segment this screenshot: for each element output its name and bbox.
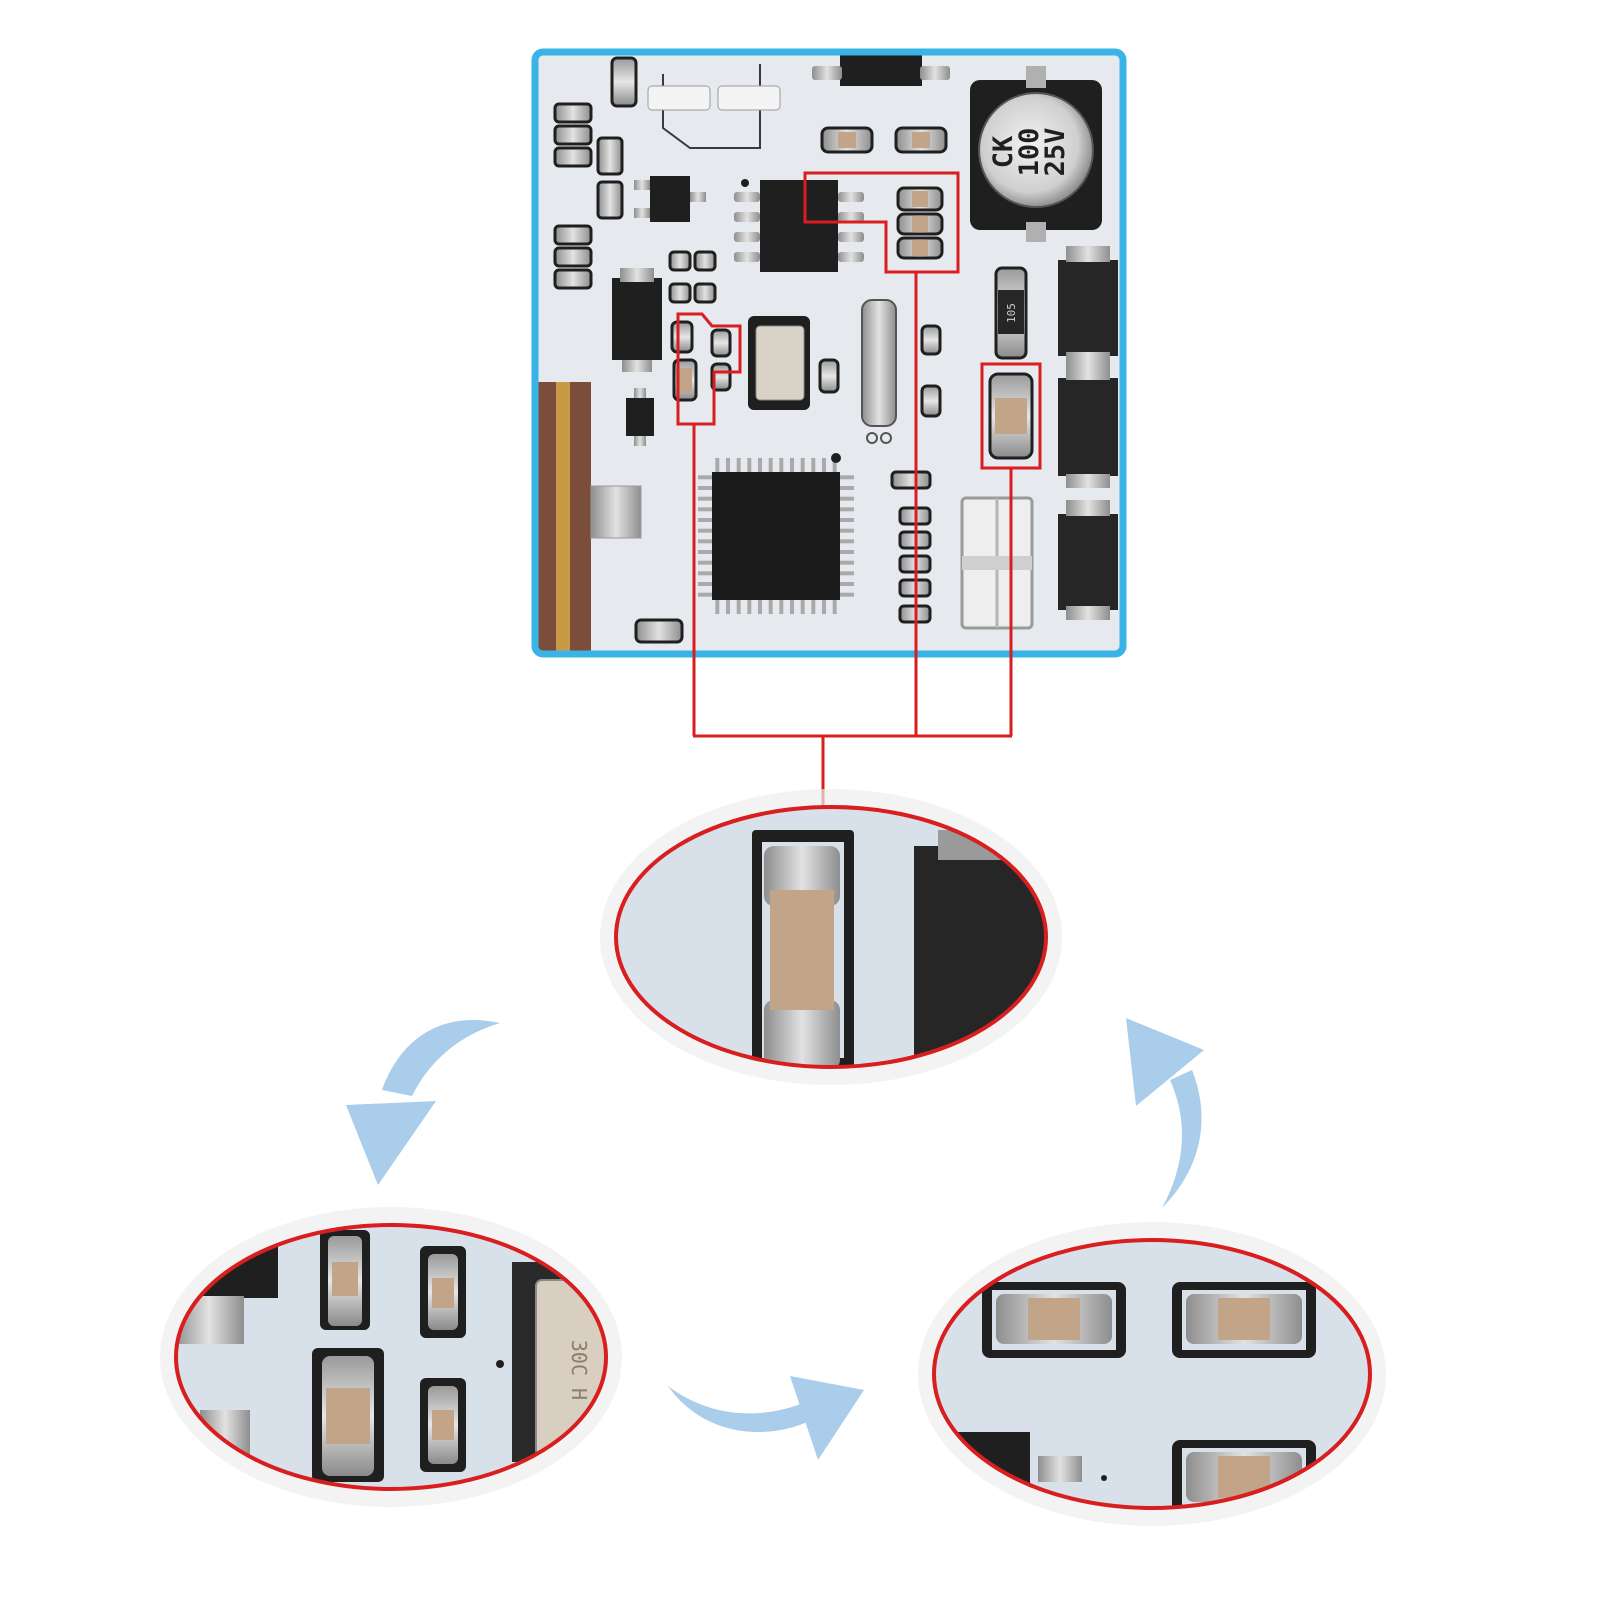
pcb-board-photo: CK 100 25V 105 xyxy=(531,48,1127,658)
arrow-curved-right-icon xyxy=(668,1376,864,1460)
microcontroller-chip xyxy=(698,453,854,614)
arrow-curved-left-icon xyxy=(346,1019,500,1185)
resistor-marking: 105 xyxy=(1005,303,1018,323)
crystal-marking: 30C H xyxy=(567,1340,591,1400)
callout-connector-lines xyxy=(692,272,1013,810)
zoom-view-capacitor-column: 30C H xyxy=(160,1207,622,1507)
arrow-curved-up-icon xyxy=(1126,1018,1204,1208)
capacitor-marking-value: 100 xyxy=(1014,128,1045,177)
electrolytic-capacitor: CK 100 25V xyxy=(970,66,1102,242)
zoom-view-single-capacitor xyxy=(600,789,1062,1085)
zoom-view-capacitor-pairs xyxy=(918,1222,1386,1526)
capacitor-marking-voltage: 25V xyxy=(1040,128,1071,177)
capacitor-marking-brand: CK xyxy=(988,135,1019,168)
